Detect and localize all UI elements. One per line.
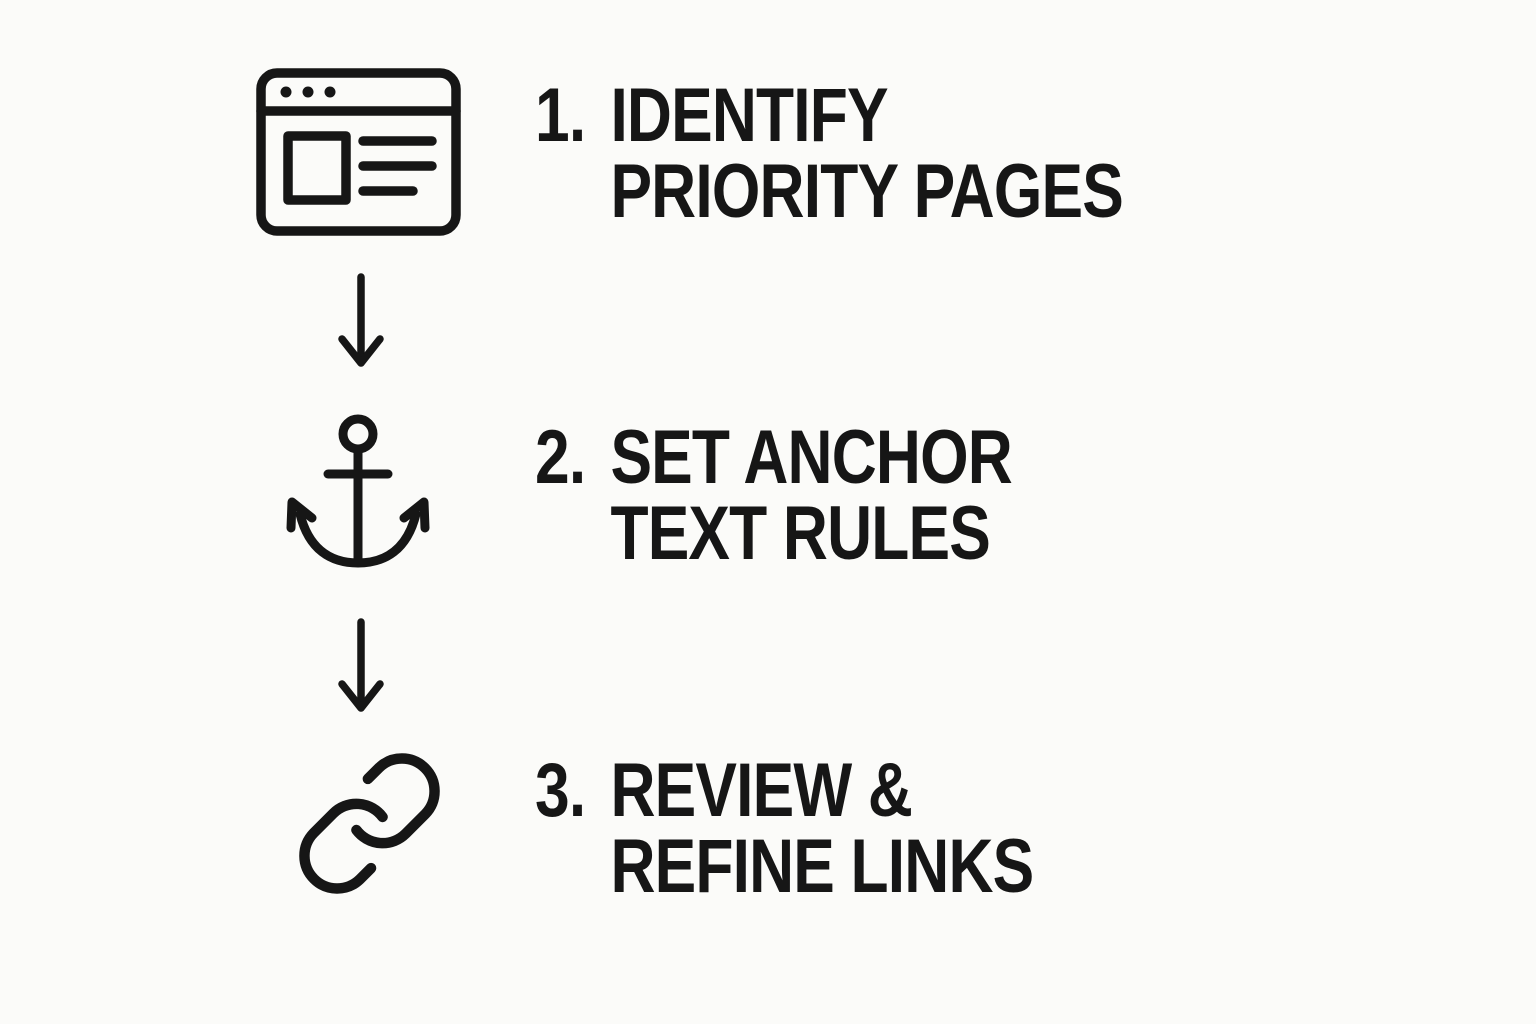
step-1-line2: PRIORITY PAGES [610,149,1124,234]
down-arrow-icon [338,273,384,373]
step-1-line1: IDENTIFY [610,73,888,158]
step-3-lines: REVIEW & REFINE LINKS [610,753,1034,905]
step-1-label: 1. IDENTIFY PRIORITY PAGES [535,73,1124,230]
step-2-number: 2. [535,415,586,500]
step-2-line1: SET ANCHOR [610,415,1012,500]
step-3-line1: REVIEW & [610,748,913,833]
step-1-number: 1. [535,73,586,158]
browser-window-icon [255,67,462,237]
step-3-number: 3. [535,748,586,833]
step-2-lines: SET ANCHOR TEXT RULES [610,420,1012,572]
step-2-line2: TEXT RULES [610,491,991,576]
step-3-line2: REFINE LINKS [610,824,1034,909]
anchor-icon [285,410,440,572]
chain-link-icon [287,745,452,902]
step-3-label: 3. REVIEW & REFINE LINKS [535,748,1034,905]
down-arrow-icon [338,618,384,718]
step-1-lines: IDENTIFY PRIORITY PAGES [610,78,1123,230]
step-2-label: 2. SET ANCHOR TEXT RULES [535,415,1013,572]
